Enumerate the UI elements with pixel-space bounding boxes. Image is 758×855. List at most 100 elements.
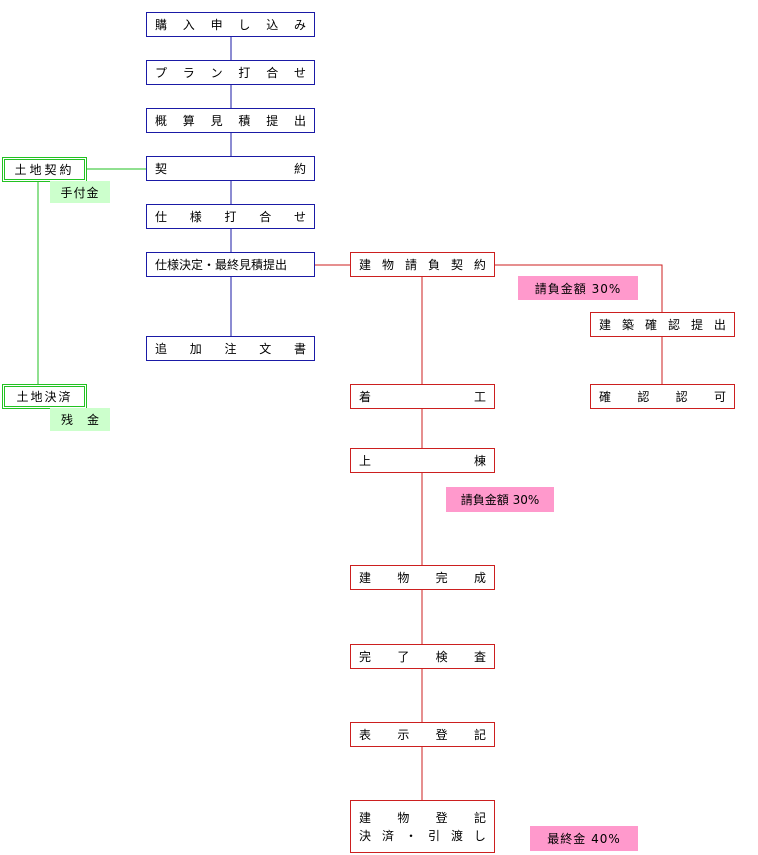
label-char: 示 bbox=[397, 727, 410, 742]
label-char: 約 bbox=[473, 257, 486, 272]
label-char: 成 bbox=[473, 570, 486, 585]
note-final-payment: 最終金 40% bbox=[530, 826, 638, 851]
label-char: 認 bbox=[675, 389, 688, 404]
label-char: ン bbox=[210, 65, 223, 80]
step-label: 土地契約 bbox=[14, 162, 75, 177]
label-char: 打 bbox=[224, 209, 237, 224]
label-char: 可 bbox=[713, 389, 726, 404]
note-deposit: 手付金 bbox=[50, 181, 110, 203]
label-char: 工 bbox=[473, 389, 486, 404]
label-char: 着 bbox=[359, 389, 372, 404]
note-contract-payment: 請負金額 30% bbox=[518, 276, 638, 300]
note-label: 最終金 40% bbox=[547, 832, 621, 846]
label-char: 物 bbox=[381, 257, 394, 272]
label-char: 合 bbox=[259, 209, 272, 224]
note-label: 請負金額 30% bbox=[460, 493, 540, 507]
label-char: 仕 bbox=[155, 209, 168, 224]
label-char: 負 bbox=[427, 257, 440, 272]
label-char: 了 bbox=[397, 649, 410, 664]
step-row: 決済・引渡し bbox=[359, 827, 486, 845]
step-contract: 契約 bbox=[146, 156, 315, 181]
note-label: 手付金 bbox=[60, 185, 100, 200]
label-char: 棟 bbox=[473, 453, 486, 468]
label-char: 検 bbox=[435, 649, 448, 664]
label-char: 書 bbox=[293, 341, 306, 356]
label-char: 算 bbox=[182, 113, 195, 128]
step-completion-inspection: 完了検査 bbox=[350, 644, 495, 669]
label-char: 認 bbox=[667, 317, 680, 332]
step-land-settlement: 土地決済 bbox=[2, 384, 87, 409]
label-char: ・ bbox=[404, 828, 417, 843]
label-char: 認 bbox=[637, 389, 650, 404]
step-building-completion: 建物完成 bbox=[350, 565, 495, 590]
step-label: 土地決済 bbox=[16, 389, 73, 404]
label-char: 文 bbox=[259, 341, 272, 356]
step-plan-meeting: プラン打合せ bbox=[146, 60, 315, 85]
step-row: 建物登記 bbox=[359, 809, 486, 827]
step-purchase-application: 購入申し込み bbox=[146, 12, 315, 37]
label-char: 完 bbox=[359, 649, 372, 664]
label-char: 購 bbox=[155, 17, 168, 32]
label-char: 完 bbox=[435, 570, 448, 585]
step-land-contract: 土地契約 bbox=[2, 157, 87, 182]
label-char: 打 bbox=[238, 65, 251, 80]
label-char: し bbox=[238, 17, 251, 32]
label-char: せ bbox=[293, 65, 306, 80]
label-char: 概 bbox=[155, 113, 168, 128]
step-label: 仕様決定・最終見積提出 bbox=[155, 257, 288, 272]
label-char: 注 bbox=[224, 341, 237, 356]
label-char: 建 bbox=[359, 570, 372, 585]
label-char: 上 bbox=[359, 453, 372, 468]
label-char: 提 bbox=[266, 113, 279, 128]
label-char: 合 bbox=[266, 65, 279, 80]
step-building-permit-application: 建築確認提出 bbox=[590, 312, 735, 337]
step-spec-final-estimate: 仕様決定・最終見積提出 bbox=[146, 252, 315, 277]
step-building-contract: 建物請負契約 bbox=[350, 252, 495, 277]
note-framing-payment: 請負金額 30% bbox=[446, 487, 554, 512]
label-char: 建 bbox=[599, 317, 612, 332]
label-char: 様 bbox=[189, 209, 202, 224]
label-char: 済 bbox=[381, 828, 394, 843]
label-char: せ bbox=[293, 209, 306, 224]
label-char: 請 bbox=[404, 257, 417, 272]
label-char: 確 bbox=[644, 317, 657, 332]
label-char: 申 bbox=[210, 17, 223, 32]
label-char: し bbox=[473, 828, 486, 843]
step-construction-start: 着工 bbox=[350, 384, 495, 409]
label-char: プ bbox=[155, 65, 168, 80]
step-additional-order: 追加注文書 bbox=[146, 336, 315, 361]
label-char: 記 bbox=[473, 810, 486, 825]
step-estimate-submission: 概算見積提出 bbox=[146, 108, 315, 133]
label-char: 引 bbox=[427, 828, 440, 843]
connector-line bbox=[494, 264, 663, 313]
label-char: 記 bbox=[473, 727, 486, 742]
label-char: ラ bbox=[182, 65, 195, 80]
label-char: み bbox=[293, 17, 306, 32]
label-char: 渡 bbox=[450, 828, 463, 843]
label-char: 契 bbox=[155, 161, 168, 176]
label-char: 出 bbox=[293, 113, 306, 128]
step-spec-meeting: 仕様打合せ bbox=[146, 204, 315, 229]
label-char: 約 bbox=[293, 161, 306, 176]
note-balance: 残金 bbox=[50, 408, 110, 431]
note-label: 残金 bbox=[60, 413, 113, 427]
step-title-registration: 表示登記 bbox=[350, 722, 495, 747]
step-framing: 上棟 bbox=[350, 448, 495, 473]
label-char: 確 bbox=[599, 389, 612, 404]
label-char: 査 bbox=[473, 649, 486, 664]
label-char: 提 bbox=[690, 317, 703, 332]
step-permit-approval: 確認認可 bbox=[590, 384, 735, 409]
label-char: 登 bbox=[435, 810, 448, 825]
label-char: 築 bbox=[621, 317, 634, 332]
step-building-registration: 建 物 登 記 決済・引渡し bbox=[350, 800, 495, 853]
label-char: 加 bbox=[189, 341, 202, 356]
label-char: 建 bbox=[359, 257, 372, 272]
label-char: 決 bbox=[359, 828, 372, 843]
label-char: 表 bbox=[359, 727, 372, 742]
label-char: 込 bbox=[266, 17, 279, 32]
label-char: 建 bbox=[359, 810, 372, 825]
label-char: 物 bbox=[397, 810, 410, 825]
label-char: 物 bbox=[397, 570, 410, 585]
note-label: 請負金額 30% bbox=[534, 281, 622, 296]
